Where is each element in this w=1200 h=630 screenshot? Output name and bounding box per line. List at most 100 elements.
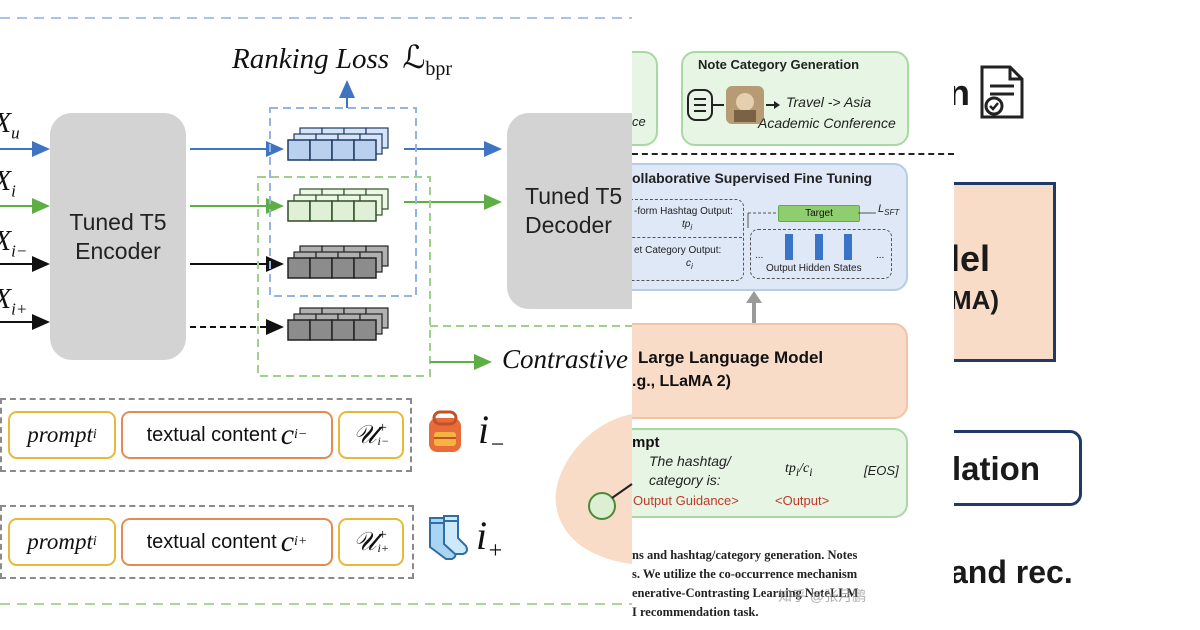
left-panel: Ranking Loss ℒbpr Xu Xi Xi− Xi+ Tuned T5… [0, 17, 632, 605]
input-label-u: Xu [0, 108, 20, 143]
llm-title: Large Language Model [638, 348, 824, 367]
prompt-text-line2: category is: [649, 472, 721, 488]
right-top-partial-text: n [954, 72, 970, 113]
embedding-stack-i [287, 188, 389, 222]
peach-blob-shape [555, 414, 633, 564]
hidden-states-label: Output Hidden States [766, 263, 862, 274]
emb-gray2-cell [287, 319, 311, 341]
contrastive-label: Contrastive [502, 344, 628, 374]
partial-green-box-text: ce [632, 114, 646, 129]
encoder-line1: Tuned T5 [69, 208, 167, 235]
emb-gray1-cell [331, 257, 355, 279]
sft-output-divider [632, 237, 742, 238]
emb-gray2-cell [353, 319, 377, 341]
positive-item-row [0, 505, 414, 579]
input-label-i: Xi [0, 166, 16, 201]
right-panel: n lel MA) lation and rec. [954, 0, 1200, 630]
hidden-state-bar-2 [815, 234, 823, 260]
prompt-box-title: mpt [632, 434, 660, 451]
hashtag-output-var: tpi [682, 219, 693, 232]
input-label-i-minus: Xi− [0, 226, 28, 261]
contrastive-group-box [257, 176, 431, 377]
emb-gray1-cell [309, 257, 333, 279]
socks-icon [429, 515, 468, 560]
right-lation-box [954, 430, 1082, 506]
emb-green-cell [287, 200, 311, 222]
hidden-states-dots-left: ... [755, 250, 764, 261]
caption-line3: enerative-Contrasting Learning NoteLLM [632, 586, 859, 600]
llm-subtitle: .g., LLaMA 2) [632, 373, 731, 390]
emb-green-cell [331, 200, 355, 222]
emb-gray1-cell [353, 257, 377, 279]
emb-blue-cell [287, 139, 311, 161]
emb-gray2-cell [309, 319, 333, 341]
negative-item-row [0, 398, 412, 472]
hidden-state-bar-3 [844, 234, 852, 260]
category-output-var: ci [686, 258, 693, 271]
backpack-icon [429, 410, 461, 452]
prompt-box [632, 428, 908, 518]
embedding-stack-i-minus [287, 245, 389, 279]
note-to-photo-icon [687, 86, 780, 124]
ranking-loss-symbol: ℒ [402, 39, 426, 75]
hidden-states-dots-right: ... [876, 250, 885, 261]
prompt-text-line1: The hashtag/ [649, 453, 731, 469]
caption-line4: I recommendation task. [632, 605, 759, 619]
hashtag-output-label: -form Hashtag Output: [634, 206, 733, 217]
note-category-title: Note Category Generation [698, 57, 860, 72]
embedding-stack-i-plus [287, 307, 389, 341]
caption-line2: s. We utilize the co-occurrence mechanis… [632, 567, 858, 581]
input-label-i-plus: Xi+ [0, 284, 28, 319]
large-language-model-box [632, 323, 908, 419]
sft-title: ollaborative Supervised Fine Tuning [632, 170, 873, 186]
right-model-subtext: MA) [954, 285, 1000, 315]
prompt-variable: tpi/ci [785, 461, 813, 479]
section-divider [632, 153, 954, 155]
ranking-loss-title: Ranking Loss ℒbpr [232, 38, 452, 81]
supervised-fine-tuning-box [632, 163, 908, 291]
target-connectors [747, 212, 876, 228]
ranking-loss-text: Ranking Loss [232, 43, 390, 75]
right-model-box [954, 182, 1056, 362]
item-label-pos: i+ [476, 513, 504, 564]
output-label: <Output> [775, 493, 830, 508]
user-set-pill-pos: 𝒰 + i+ [338, 518, 404, 566]
category-output-label: et Category Output: [634, 245, 722, 256]
textual-content-label-pos: textual content [146, 530, 277, 553]
embedding-stack-u [287, 127, 389, 161]
note-category-generation-box [681, 51, 909, 146]
document-check-icon [980, 65, 1024, 119]
decoder-line2: Decoder [525, 212, 612, 238]
emb-blue-cell [353, 139, 377, 161]
note-category-line2: Academic Conference [758, 115, 896, 131]
partial-green-box [632, 51, 658, 146]
hidden-states-box [750, 229, 892, 279]
decoder-line1: Tuned T5 [525, 183, 623, 210]
emb-gray1-cell [287, 257, 311, 279]
emb-green-cell [309, 200, 333, 222]
ranking-group-box [269, 107, 417, 297]
caption-line1: ns and hashtag/category generation. Note… [632, 548, 858, 562]
user-set-pill-neg: 𝒰 + i− [338, 411, 404, 459]
encoder-line2: Encoder [75, 237, 161, 264]
right-model-text: lel [954, 238, 991, 279]
note-category-line1: Travel -> Asia [786, 94, 872, 110]
ranking-loss-sub: bpr [425, 57, 453, 80]
prompt-eos: [EOS] [864, 463, 899, 478]
emb-green-cell [353, 200, 377, 222]
textual-content-label-neg: textual content [146, 423, 277, 446]
emb-gray2-cell [331, 319, 355, 341]
left-diagram-canvas [0, 17, 632, 605]
output-guidance-label: Output Guidance> [633, 493, 739, 508]
watermark: 知乎 @张月鹏 [778, 588, 867, 604]
hidden-state-bar-1 [785, 234, 793, 260]
sft-output-box [632, 199, 744, 281]
right-lation-text: lation [954, 450, 1040, 487]
right-bottom-text: and rec. [954, 554, 1073, 590]
llm-to-sft-arrow [746, 291, 762, 323]
